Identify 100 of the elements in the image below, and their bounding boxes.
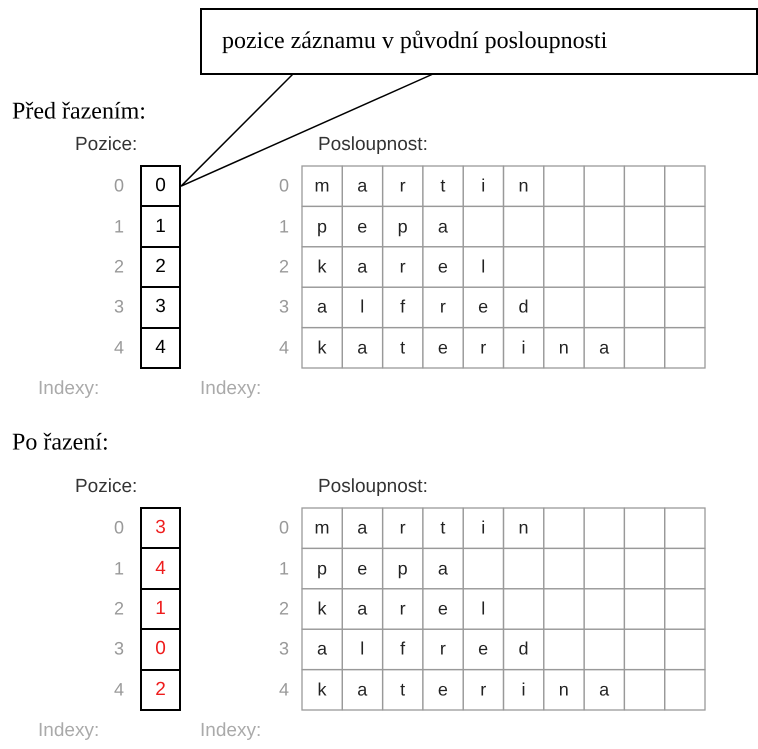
letter-cell: a [438, 216, 448, 238]
letter-cell: m [314, 518, 330, 539]
letter-cell: r [480, 679, 486, 700]
letter-cell: r [440, 296, 446, 318]
position-number: 1 [155, 216, 166, 238]
position-cell [140, 588, 181, 630]
row-index: 1 [114, 216, 124, 238]
row-index: 4 [114, 337, 124, 358]
row-index: 2 [114, 256, 124, 278]
letter-cell: l [481, 256, 486, 278]
letter-cell: a [599, 679, 610, 700]
position-cell [140, 246, 181, 288]
letter-cell: a [357, 679, 368, 700]
row-index: 3 [279, 296, 289, 318]
letter-cell: k [318, 598, 326, 620]
row-index: 1 [279, 558, 289, 580]
letter-cell: t [440, 518, 446, 539]
column-heading: Pozice: [75, 134, 138, 156]
row-index: 2 [279, 256, 289, 278]
row-index: 1 [114, 558, 124, 580]
position-cell [140, 628, 181, 671]
letter-cell: a [357, 518, 368, 539]
position-cell [140, 547, 181, 590]
letter-cell: a [357, 598, 368, 620]
letter-cell: r [440, 638, 446, 660]
letter-cell: r [400, 518, 406, 539]
letter-cell: i [522, 679, 526, 700]
letter-cell: e [357, 558, 368, 580]
letter-cell: e [478, 296, 488, 318]
letter-cell: e [357, 216, 368, 238]
position-number: 4 [155, 558, 166, 580]
letter-cell: a [438, 558, 448, 580]
letter-cell: t [440, 176, 446, 197]
letter-cell: p [398, 216, 408, 238]
position-cell [140, 507, 181, 550]
position-cell [140, 668, 181, 711]
letter-cell: a [317, 296, 327, 318]
letter-cell: r [480, 337, 486, 358]
column-heading: Posloupnost: [318, 476, 428, 498]
position-cell [140, 165, 181, 208]
section-heading: Po řazení: [12, 430, 109, 456]
position-number: 3 [155, 517, 166, 540]
letter-cell: e [438, 256, 448, 278]
letter-cell: k [318, 256, 326, 278]
letter-cell: l [360, 638, 364, 660]
letter-cell: a [357, 337, 368, 358]
section-heading: Před řazením: [12, 98, 146, 126]
row-index: 4 [279, 337, 289, 358]
position-number: 3 [155, 296, 166, 318]
letter-cell: e [438, 337, 448, 358]
row-index: 3 [279, 638, 289, 660]
letter-cell: e [438, 598, 448, 620]
letter-cell: r [400, 256, 406, 278]
letter-cell: n [518, 518, 528, 539]
position-cell [140, 326, 181, 369]
letter-cell: r [400, 176, 406, 197]
letter-cell: p [398, 558, 408, 580]
letter-cell: e [438, 679, 448, 700]
letter-cell: i [481, 518, 486, 539]
row-index: 1 [279, 216, 289, 238]
position-number: 1 [155, 598, 166, 620]
letter-cell: r [400, 598, 406, 620]
row-index: 0 [114, 518, 124, 539]
letter-cell: k [318, 679, 326, 700]
letter-cell: l [360, 296, 364, 318]
letter-cell: a [357, 256, 368, 278]
letter-cell: n [558, 679, 569, 700]
column-heading: Pozice: [75, 476, 138, 498]
index-caption: Indexy: [38, 720, 100, 742]
letter-cell: l [481, 598, 486, 620]
column-heading: Posloupnost: [318, 134, 428, 156]
index-caption: Indexy: [38, 378, 100, 400]
position-number: 2 [155, 256, 166, 278]
letter-cell: a [317, 638, 327, 660]
row-index: 0 [114, 176, 124, 197]
position-number: 0 [155, 638, 166, 660]
index-caption: Indexy: [200, 378, 262, 400]
letter-cell: p [317, 216, 327, 238]
letter-cell: i [522, 337, 526, 358]
callout-box [200, 8, 758, 75]
row-index: 0 [279, 518, 289, 539]
letter-cell: d [518, 638, 528, 660]
letter-cell: n [518, 176, 528, 197]
letter-cell: d [518, 296, 528, 318]
letter-cell: a [357, 176, 368, 197]
callout-pointer [180, 73, 434, 187]
letter-cell: t [400, 679, 406, 700]
letter-cell: i [481, 176, 486, 197]
letter-cell: n [558, 337, 569, 358]
letter-cell: p [317, 558, 327, 580]
index-caption: Indexy: [200, 720, 262, 742]
row-index: 4 [114, 679, 124, 700]
letter-cell: f [400, 638, 406, 660]
position-number: 4 [155, 336, 166, 359]
letter-cell: a [599, 337, 610, 358]
position-cell [140, 205, 181, 248]
row-index: 3 [114, 296, 124, 318]
row-index: 4 [279, 679, 289, 700]
letter-cell: t [400, 337, 406, 358]
callout-text: pozice záznamu v původní posloupnosti [222, 28, 608, 55]
